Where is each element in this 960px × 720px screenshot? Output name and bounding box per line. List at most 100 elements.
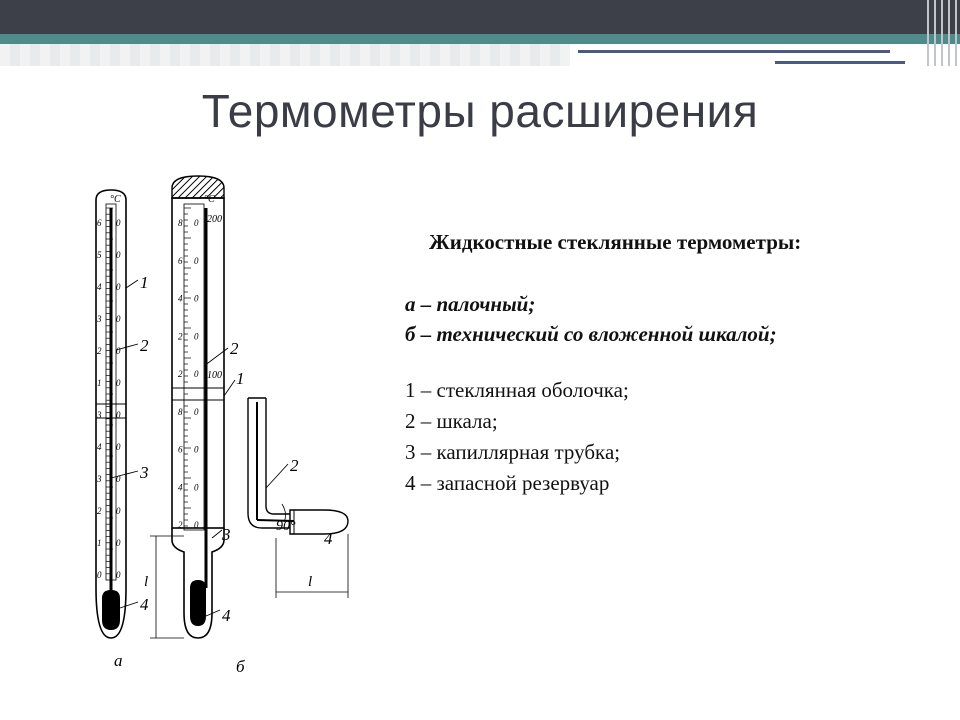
scale-number: 6 [178, 445, 183, 455]
scale-number: 6 [97, 218, 102, 228]
reservoir-b [190, 580, 206, 626]
scale-number: 2 [178, 331, 183, 341]
callout-label: 1 [140, 273, 149, 292]
slide-title: Термометры расширения [201, 85, 759, 137]
unit-label: °C [204, 194, 215, 205]
neck-b [211, 528, 225, 576]
scale-number: 6 [178, 256, 183, 266]
angled-shell [265, 398, 290, 515]
scale-reading: 200 [207, 214, 222, 225]
cap-b [171, 175, 225, 199]
scale-number: 5 [97, 250, 102, 260]
scale-number: 0 [194, 482, 199, 492]
scale-number: 0 [116, 314, 121, 324]
angled-bulb [289, 509, 349, 535]
scale-number: 0 [116, 474, 121, 484]
scale-number: 0 [194, 218, 199, 228]
scale-number: 0 [194, 445, 199, 455]
angled-thermometer [247, 397, 349, 598]
angle-label: 90° [276, 519, 296, 534]
callout-label: 2 [230, 339, 239, 358]
variant-item: б – технический со вложенной шкалой; [405, 322, 777, 346]
neck-b [171, 528, 185, 576]
variant-item: а – палочный; [405, 292, 536, 316]
callout-label: 4 [324, 529, 333, 548]
scale-number: 0 [194, 369, 199, 379]
decorative-rule [775, 61, 905, 64]
glass-shell-a [95, 189, 127, 639]
scale-number: 0 [116, 410, 121, 420]
leader-lines [110, 279, 289, 617]
scale-number: 8 [178, 407, 183, 417]
scale-reading: 100 [207, 370, 222, 381]
scale-number: 0 [116, 250, 121, 260]
callout-label: 4 [222, 606, 231, 625]
scale-number: 0 [116, 218, 121, 228]
reservoir-a [102, 590, 120, 630]
callout-label: 4 [140, 595, 149, 614]
angle-arc [281, 503, 286, 523]
accent-band [0, 34, 960, 44]
scale-number: 1 [97, 378, 102, 388]
scale-number: 4 [97, 282, 102, 292]
scale-number: 8 [178, 218, 183, 228]
callout-label: 1 [236, 369, 245, 388]
figure-label-a: а [114, 651, 123, 670]
variant-list: а – палочный; б – технический со вложенн… [405, 289, 935, 349]
scale-number: 0 [97, 570, 102, 580]
callout-label: 3 [139, 463, 149, 482]
bulb-shell-b [183, 576, 213, 639]
figure-label-b: б [236, 657, 245, 676]
part-item: 4 – запасной резервуар [405, 471, 610, 495]
description-heading: Жидкостные стеклянные термометры: [429, 230, 802, 254]
decorative-rule [578, 50, 890, 53]
callout-label: 2 [140, 336, 149, 355]
scale-number: 0 [194, 256, 199, 266]
thermometer-b: 8 0 6 0 4 0 2 0 2 0 8 0 6 0 4 0 2 0 [171, 175, 225, 639]
scale-number: 3 [96, 474, 102, 484]
glass-shell-b [171, 197, 225, 529]
callout-label: 3 [221, 525, 231, 544]
scale-number: 0 [194, 331, 199, 341]
scale-number: 3 [96, 314, 102, 324]
part-item: 1 – стеклянная оболочка; [405, 378, 629, 402]
scale-number: 3 [96, 410, 102, 420]
length-label: l [144, 574, 148, 590]
corner-decoration [922, 0, 960, 66]
scale-number: 2 [178, 520, 183, 530]
scale-number: 0 [116, 282, 121, 292]
scale-number: 0 [116, 442, 121, 452]
length-label: l [308, 574, 312, 590]
scale-number: 0 [116, 346, 121, 356]
scale-strip-b [183, 203, 205, 531]
part-item: 2 – шкала; [405, 409, 498, 433]
parts-list: 1 – стеклянная оболочка; 2 – шкала; 3 – … [405, 375, 935, 499]
angled-shell [247, 398, 290, 529]
angled-capillary [256, 519, 295, 522]
scale-number: 2 [97, 506, 102, 516]
description: Жидкостные стеклянные термометры: а – па… [405, 230, 935, 499]
scale-number: 0 [194, 407, 199, 417]
scale-number: 0 [194, 294, 199, 304]
part-item: 3 – капиллярная трубка; [405, 440, 621, 464]
numbers-b: 8 0 6 0 4 0 2 0 2 0 8 0 6 0 4 0 2 0 [178, 218, 199, 530]
scale-number: 2 [97, 346, 102, 356]
callout-label: 2 [290, 456, 299, 475]
scale-number: 0 [116, 538, 121, 548]
decorative-band [0, 44, 570, 66]
scale-number: 1 [97, 538, 102, 548]
scale-number: 4 [97, 442, 102, 452]
scale-number: 4 [178, 294, 183, 304]
ticks-a [106, 207, 113, 575]
ticks-b [184, 207, 191, 527]
scale-number: 0 [116, 570, 121, 580]
scale-number: 0 [194, 520, 199, 530]
unit-label: °C [110, 194, 121, 205]
scale-number: 4 [178, 482, 183, 492]
scale-number: 0 [116, 506, 121, 516]
top-bar [0, 0, 960, 34]
scale-number: 2 [178, 369, 183, 379]
